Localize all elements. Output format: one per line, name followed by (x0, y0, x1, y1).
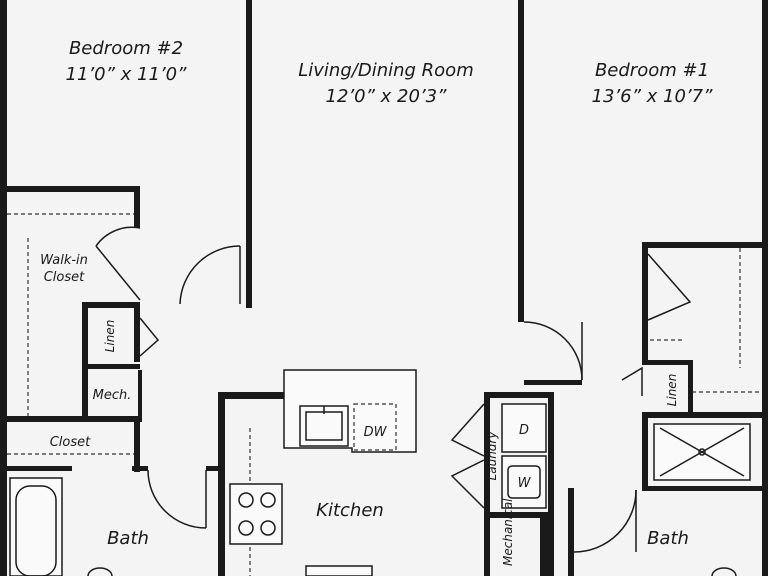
closet-top-wall (0, 416, 142, 422)
closet-right-wall (134, 416, 140, 472)
laundry-door-lower (450, 459, 485, 509)
range (229, 483, 283, 545)
walkin-label-2: Closet (44, 270, 85, 285)
burner-3 (238, 520, 254, 536)
bath-left-top-wall (0, 466, 72, 471)
mechanical-top-wall (484, 512, 554, 518)
living-name: Living/Dining Room (298, 60, 473, 81)
bath-left-door-jamb (206, 466, 220, 471)
bedroom2-size: 11’0” x 11’0” (66, 64, 188, 85)
burner-2 (260, 492, 276, 508)
bedroom1-door-swing (523, 321, 583, 381)
washer-drum (507, 465, 541, 499)
labels: Bedroom #2 11’0” x 11’0” Living/Dining R… (40, 38, 713, 566)
dishwasher (353, 403, 397, 451)
bedroom2-door-swing (179, 245, 241, 305)
laundry-left-wall (484, 392, 490, 576)
toilet-left (87, 567, 113, 576)
bedroom1-closet-top-wall (642, 242, 768, 248)
living-size: 12’0” x 20’3” (326, 86, 448, 107)
right-outer-wall (762, 0, 768, 576)
bedroom2-bottom-wall (0, 186, 140, 192)
walkin-door-swing (95, 226, 141, 247)
living-bedroom1-wall (518, 0, 524, 322)
doors (95, 226, 692, 553)
bath-left-door-swing (147, 469, 207, 529)
walkin-label-1: Walk-in (40, 253, 88, 268)
kitchen-label: Kitchen (316, 500, 384, 521)
mechanical-label: Mechanical (501, 498, 515, 566)
refrigerator (305, 565, 373, 576)
bathtub-basin (15, 485, 57, 576)
closet-label: Closet (50, 435, 91, 450)
bath-left-top-wall-b (132, 466, 148, 471)
linen-right-top-wall (642, 360, 692, 365)
laundry-right-wall (548, 392, 554, 516)
bath-right-inner-wall (642, 412, 648, 490)
mech-right-wall (138, 370, 142, 416)
bathtub (9, 477, 63, 576)
living-door-jamb (524, 380, 582, 385)
laundry-label: Laundry (485, 431, 499, 481)
burner-1 (238, 492, 254, 508)
bedroom2-name: Bedroom #2 (69, 38, 183, 59)
shaft (540, 518, 554, 576)
kitchen-top-wall (218, 392, 284, 399)
shelving (7, 213, 762, 576)
linen-left-door (139, 317, 160, 357)
bath-right-label: Bath (647, 528, 689, 549)
closet-right-door (647, 253, 692, 321)
bath-right-left-wall (568, 488, 574, 576)
bedroom1-size: 13’6” x 10’7” (592, 86, 714, 107)
mech-label: Mech. (93, 388, 132, 403)
washer (501, 455, 547, 509)
shower-diag-2 (659, 427, 745, 477)
linen-right-right-wall (688, 360, 693, 416)
dryer-label: D (519, 423, 529, 438)
toilet-right (711, 567, 737, 576)
laundry-door-upper (450, 403, 485, 457)
linen-left-wall (82, 302, 88, 422)
dw-label: DW (364, 425, 388, 440)
washer-label: W (518, 476, 532, 491)
fixtures (9, 369, 751, 576)
closet-right-left-wall (642, 242, 648, 360)
bedroom1-name: Bedroom #1 (595, 60, 709, 81)
linen-right-label: Linen (665, 374, 679, 407)
laundry-top-wall (484, 392, 552, 398)
bath-left-label: Bath (107, 528, 149, 549)
linen-right-door (621, 366, 643, 396)
left-outer-wall (0, 0, 7, 576)
walkin-door-leaf (95, 245, 141, 301)
walkin-right-wall-upper (134, 186, 140, 228)
linen-left-label: Linen (103, 320, 117, 353)
bath-right-top-wall (642, 412, 768, 418)
dryer (501, 403, 547, 453)
shower-drain (698, 448, 706, 456)
linen-right-wall (134, 302, 140, 362)
bedroom2-living-wall (246, 0, 252, 308)
burner-4 (260, 520, 276, 536)
bath-right-door-swing (573, 489, 637, 553)
linen-bottom-wall (82, 364, 140, 369)
walkin-bottom-wall (82, 302, 140, 308)
shower-bottom-wall (642, 486, 768, 491)
kitchen-left-wall (218, 392, 225, 576)
